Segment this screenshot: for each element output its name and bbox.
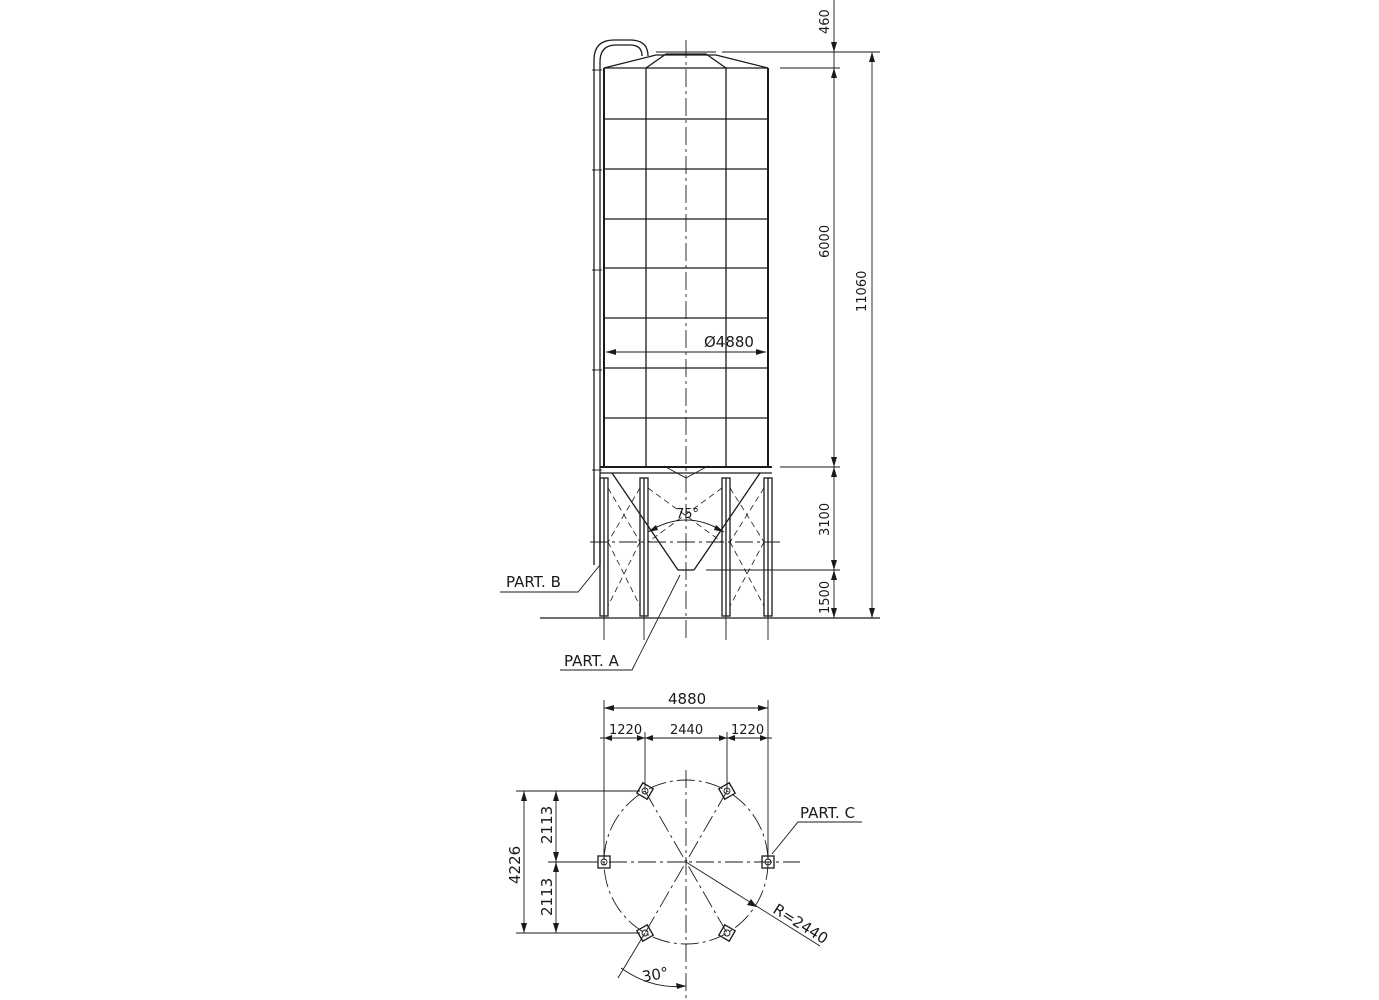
plan-left-offset: 1220 — [609, 723, 642, 738]
plan-view: 4880 1220 2440 1220 — [506, 690, 862, 1000]
silo-roof — [603, 51, 769, 69]
plan-right-offset: 1220 — [731, 723, 764, 738]
part-c-label: PART. C — [800, 804, 855, 822]
radius-label: R=2440 — [770, 900, 831, 948]
dim-11060: 11060 — [855, 271, 870, 312]
elevation-view: Ø4880 75° — [500, 0, 880, 671]
plan-lower-half: 2113 — [538, 878, 556, 916]
plan-depth-label: 4226 — [506, 846, 524, 884]
part-c-callout: PART. C — [771, 804, 862, 855]
angle-dimension: 30° — [617, 932, 687, 989]
diameter-label: Ø4880 — [704, 333, 754, 351]
part-b-callout: PART. B — [500, 564, 601, 593]
silo-cylinder — [600, 67, 772, 474]
angle-label: 30° — [641, 964, 670, 986]
plan-width-dimensions: 4880 1220 2440 1220 — [600, 690, 772, 860]
plan-depth-dimensions: 4226 2113 2113 — [506, 790, 640, 934]
dim-1500: 1500 — [818, 581, 833, 614]
dim-460: 460 — [818, 9, 833, 34]
part-b-label: PART. B — [506, 573, 561, 591]
plan-width-label: 4880 — [668, 690, 706, 708]
height-dimensions: 460 6000 11060 3100 1500 — [706, 0, 880, 618]
dim-6000: 6000 — [818, 225, 833, 258]
dim-3100: 3100 — [818, 503, 833, 536]
radius-dimension: R=2440 — [685, 861, 831, 948]
diameter-dimension: Ø4880 — [606, 333, 766, 355]
plan-center-span: 2440 — [670, 723, 703, 738]
part-a-label: PART. A — [564, 652, 620, 670]
hopper-angle-label: 75° — [676, 507, 699, 522]
ladder-pipe — [592, 39, 649, 565]
plan-upper-half: 2113 — [538, 806, 556, 844]
support-legs — [590, 477, 780, 640]
hopper: 75° — [611, 465, 761, 571]
leg-pads — [597, 781, 775, 943]
part-a-callout: PART. A — [560, 574, 681, 671]
